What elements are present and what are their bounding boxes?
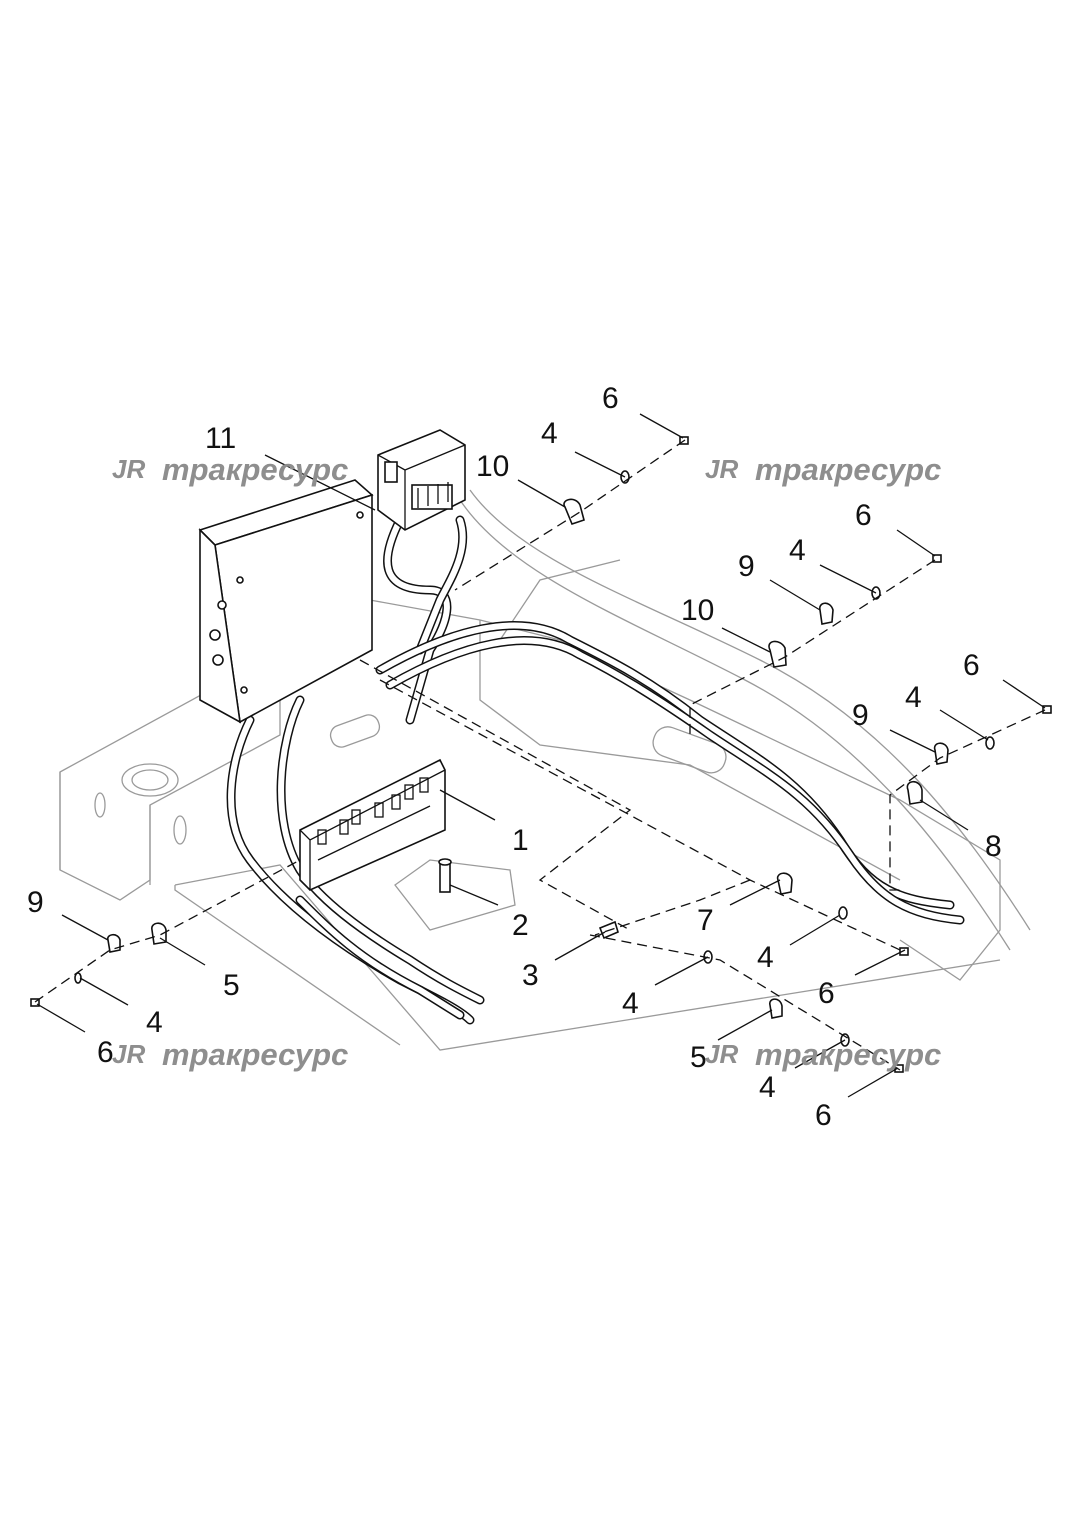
callout-9: 9 [852, 699, 869, 732]
callout-6: 6 [815, 1099, 832, 1132]
watermark-text: тракресурс [162, 1037, 348, 1072]
callout-4: 4 [757, 941, 774, 974]
watermark-top-left: JR тракресурс [112, 452, 348, 487]
callout-4: 4 [905, 681, 922, 714]
callout-8: 8 [985, 830, 1002, 863]
callout-2: 2 [512, 909, 529, 942]
valve-block [377, 429, 466, 531]
leader-lines [36, 413, 1046, 1098]
callout-4: 4 [146, 1006, 163, 1039]
callout-10: 10 [476, 450, 509, 483]
callout-1: 1 [512, 824, 529, 857]
callout-4: 4 [759, 1071, 776, 1104]
watermark-top-right: JR тракресурс [705, 452, 941, 487]
callout-5: 5 [223, 969, 240, 1002]
callout-6: 6 [97, 1036, 114, 1069]
watermark-logo: JR [705, 1039, 738, 1069]
watermark-text: тракресурс [755, 1037, 941, 1072]
control-box [198, 479, 374, 724]
callout-9: 9 [27, 886, 44, 919]
watermark-text: тракресурс [162, 452, 348, 487]
watermark-bottom-left: JR тракресурс [112, 1037, 348, 1072]
watermark-text: тракресурс [755, 452, 941, 487]
callout-6: 6 [963, 649, 980, 682]
watermark-logo: JR [112, 454, 145, 484]
callout-5: 5 [690, 1041, 707, 1074]
callout-4: 4 [622, 987, 639, 1020]
callout-4: 4 [789, 534, 806, 567]
callouts: 11 10 6 4 6 4 9 10 6 4 9 8 1 2 3 7 4 6 4… [27, 382, 1002, 1132]
callout-11: 11 [205, 422, 236, 455]
callout-6: 6 [818, 977, 835, 1010]
chassis-frame [59, 489, 1031, 1051]
assembly-lines [34, 439, 1046, 1071]
callout-3: 3 [522, 959, 539, 992]
callout-9: 9 [738, 550, 755, 583]
callout-4: 4 [541, 417, 558, 450]
callout-6: 6 [602, 382, 619, 415]
watermark-bottom-right: JR тракресурс [705, 1037, 941, 1072]
fitting-2 [438, 858, 452, 893]
manifold-block [299, 758, 446, 891]
callout-7: 7 [697, 904, 714, 937]
watermark-logo: JR [112, 1039, 145, 1069]
watermark-logo: JR [705, 454, 738, 484]
callout-6: 6 [855, 499, 872, 532]
callout-10: 10 [681, 594, 714, 627]
hose-bundle [226, 515, 965, 1025]
